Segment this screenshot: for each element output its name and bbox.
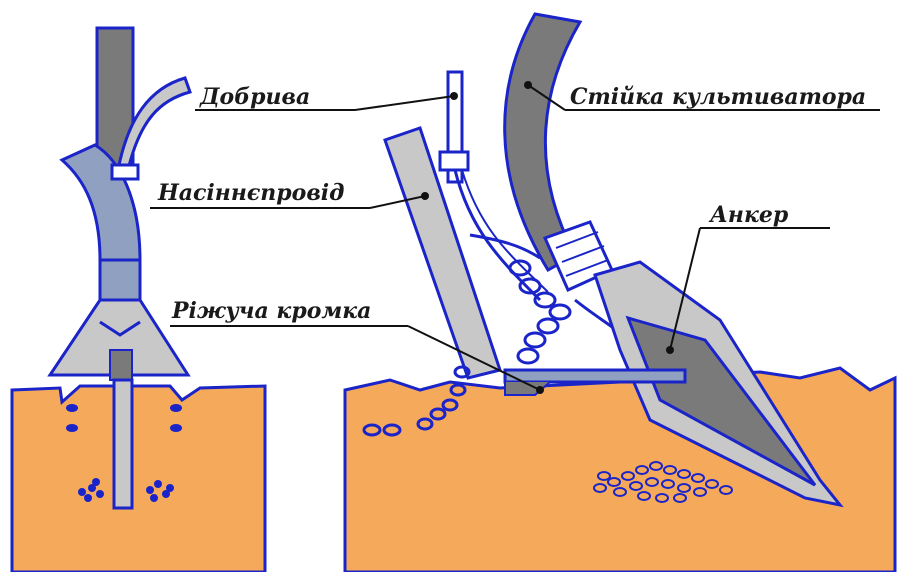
fertilizer-clamp-side (440, 152, 468, 170)
cutting-edge-blade (505, 370, 685, 382)
stem-front (110, 350, 132, 380)
label-seed-tube-group: Насіннєпровід (150, 180, 429, 208)
tube-neck-front (100, 260, 140, 300)
label-anchor: Анкер (708, 202, 789, 228)
blade-front (114, 380, 132, 508)
label-fertilizer-group: Добрива (195, 84, 458, 110)
soil-left (12, 386, 265, 572)
label-cultivator-shank: Стійка культиватора (570, 84, 866, 110)
label-fertilizer: Добрива (199, 84, 310, 110)
label-shank-group: Стійка культиватора (524, 81, 880, 110)
clamp-front (112, 165, 138, 179)
label-seed-tube: Насіннєпровід (157, 180, 344, 206)
label-cutting-edge: Ріжуча кромка (171, 298, 371, 324)
